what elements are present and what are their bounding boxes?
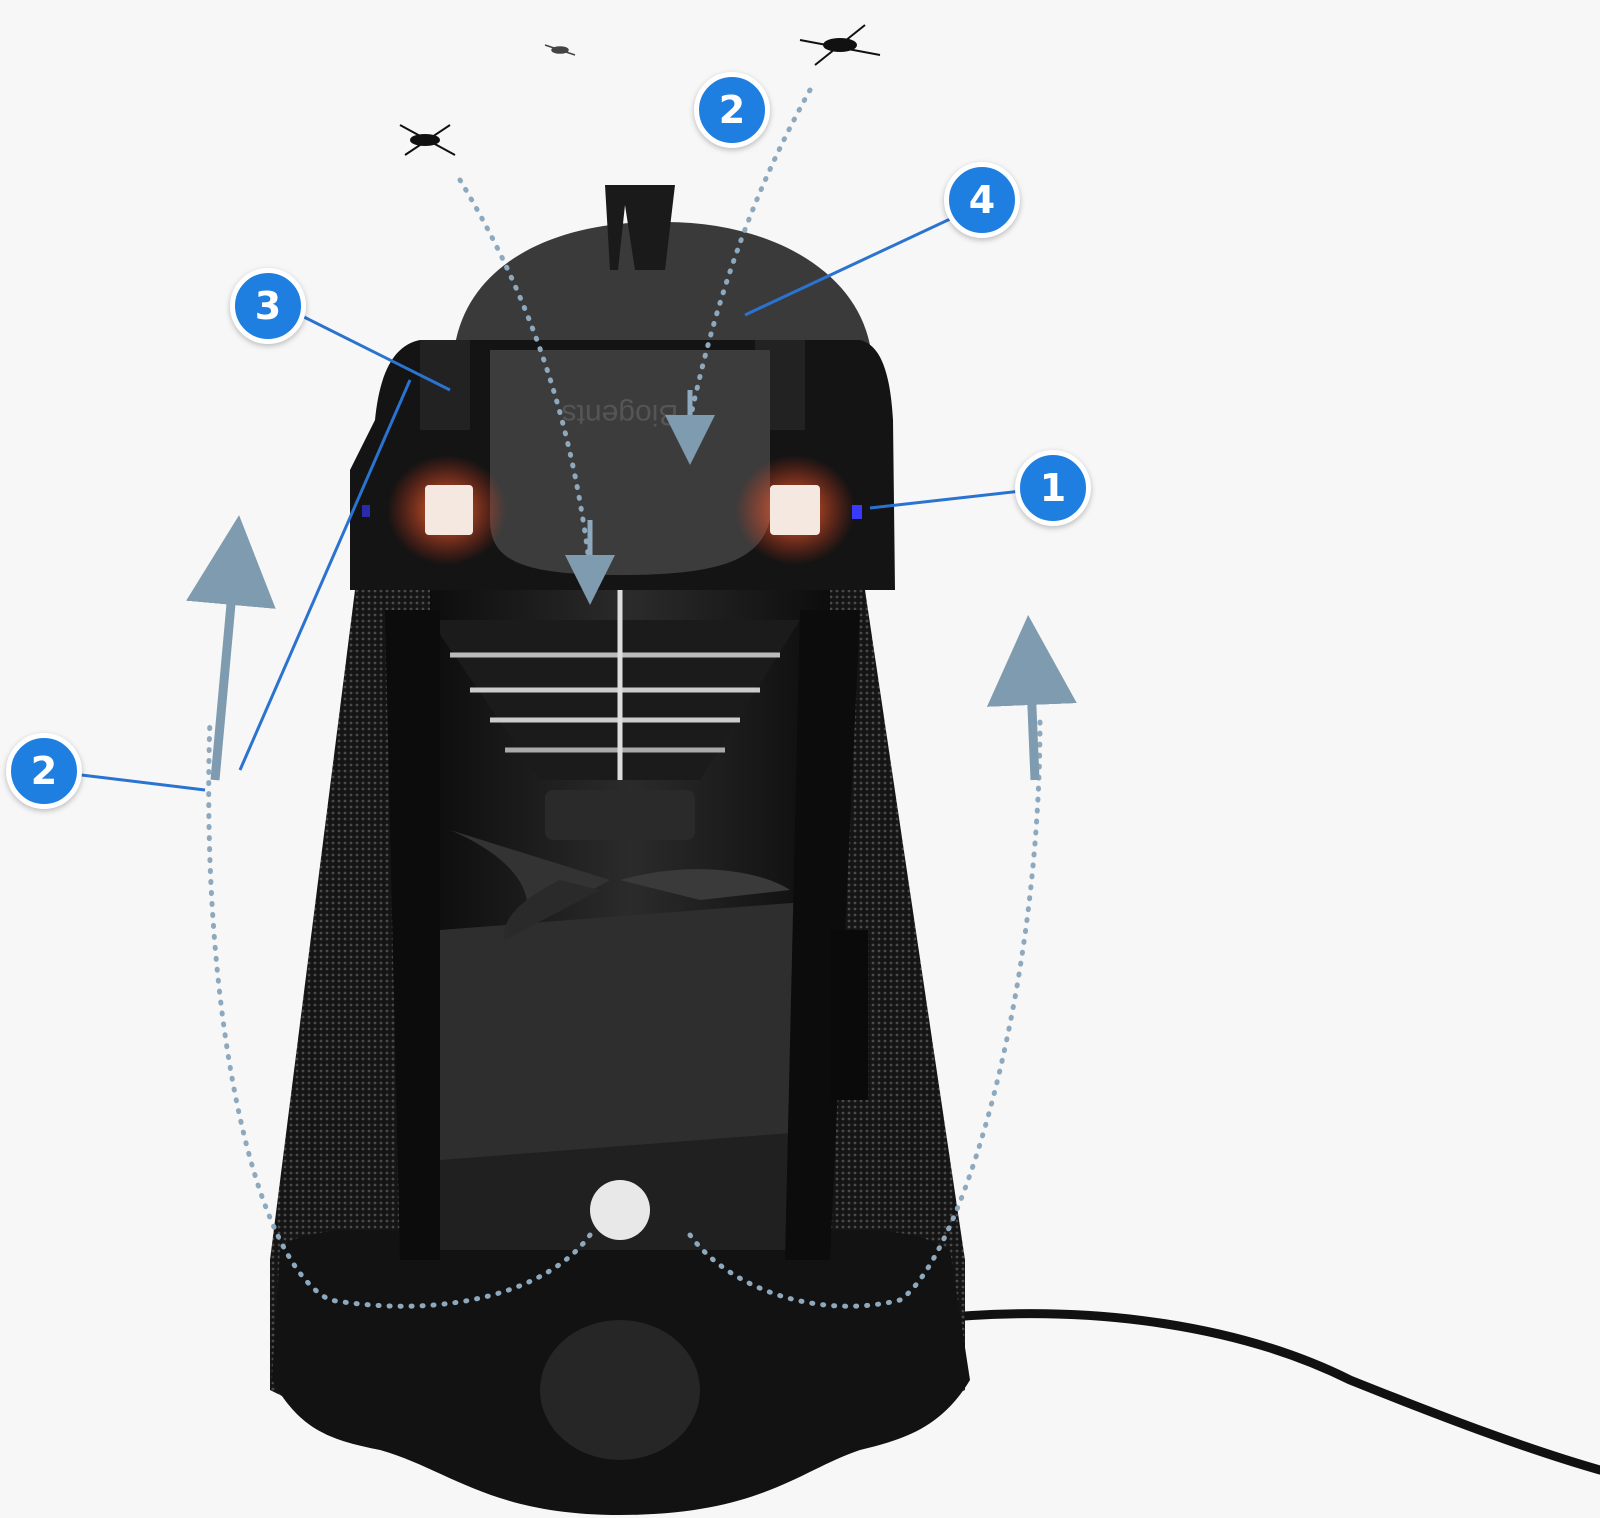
uv-light-right: [770, 485, 820, 535]
lid-disc: [455, 221, 870, 345]
callout-badge-1: 1: [1015, 450, 1091, 526]
callout-badge-2-top: 2: [694, 72, 770, 148]
mosquito-3: [544, 44, 576, 56]
callout-badge-2-left: 2: [6, 733, 82, 809]
uv-light-left: [425, 485, 473, 535]
outflow-arrow-right: [986, 615, 1077, 781]
fan: [450, 830, 790, 940]
hanging-hook: [605, 185, 675, 270]
airflow-paths: [206, 87, 1043, 1309]
outflow-arrow-left: [186, 515, 276, 781]
callout-badge-3: 3: [230, 268, 306, 344]
callout-badge-4: 4: [944, 162, 1020, 238]
mosquito-2: [799, 24, 881, 66]
lure-container: [590, 1180, 650, 1240]
indicator-led-left: [362, 505, 370, 517]
mosquito-1: [399, 124, 456, 156]
callout-lines: [39, 203, 1031, 792]
brand-logo: Biogents: [562, 398, 679, 431]
funnel: [430, 585, 800, 840]
base-dome: [540, 1320, 700, 1460]
indicator-led-right: [852, 505, 862, 519]
power-cable: [915, 1309, 1600, 1475]
